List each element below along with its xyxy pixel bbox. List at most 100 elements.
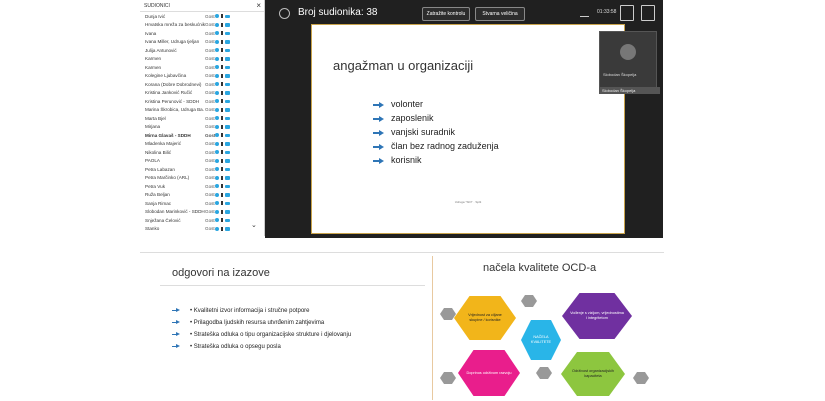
chat-icon[interactable] bbox=[215, 65, 219, 70]
mic-icon[interactable] bbox=[221, 14, 223, 19]
mic-icon[interactable] bbox=[221, 133, 223, 138]
camera-icon[interactable] bbox=[225, 74, 230, 78]
home-icon[interactable] bbox=[279, 8, 290, 19]
mic-icon[interactable] bbox=[221, 48, 223, 53]
camera-icon[interactable] bbox=[225, 48, 230, 52]
mic-icon[interactable] bbox=[221, 22, 223, 27]
mic-icon[interactable] bbox=[221, 65, 223, 70]
actual-size-button[interactable]: Stvarna veličina bbox=[475, 7, 525, 21]
participant-row[interactable]: Petra Marčinko (ARL)Gost bbox=[140, 174, 264, 183]
window-icon[interactable] bbox=[620, 5, 634, 21]
mic-icon[interactable] bbox=[221, 141, 223, 146]
camera-icon[interactable] bbox=[225, 91, 230, 95]
chat-icon[interactable] bbox=[215, 73, 219, 78]
camera-icon[interactable] bbox=[225, 57, 230, 61]
camera-icon[interactable] bbox=[225, 82, 230, 86]
camera-icon[interactable] bbox=[225, 159, 230, 163]
camera-icon[interactable] bbox=[225, 125, 230, 129]
fullscreen-icon[interactable] bbox=[641, 5, 655, 21]
camera-icon[interactable] bbox=[225, 40, 230, 44]
mic-icon[interactable] bbox=[221, 218, 223, 223]
mic-icon[interactable] bbox=[221, 167, 223, 172]
close-icon[interactable]: × bbox=[256, 0, 261, 10]
camera-icon[interactable] bbox=[225, 201, 230, 205]
chat-icon[interactable] bbox=[215, 218, 219, 223]
mic-icon[interactable] bbox=[221, 175, 223, 180]
camera-icon[interactable] bbox=[225, 133, 230, 137]
chat-icon[interactable] bbox=[215, 56, 219, 61]
camera-icon[interactable] bbox=[225, 150, 230, 154]
mic-icon[interactable] bbox=[221, 31, 223, 36]
chat-icon[interactable] bbox=[215, 31, 219, 36]
mic-icon[interactable] bbox=[221, 56, 223, 61]
camera-icon[interactable] bbox=[225, 227, 230, 231]
chat-icon[interactable] bbox=[215, 124, 219, 129]
chat-icon[interactable] bbox=[215, 133, 219, 138]
mic-icon[interactable] bbox=[221, 226, 223, 231]
camera-icon[interactable] bbox=[225, 108, 230, 112]
mic-icon[interactable] bbox=[221, 90, 223, 95]
chat-icon[interactable] bbox=[215, 209, 219, 214]
chat-icon[interactable] bbox=[215, 158, 219, 163]
mic-icon[interactable] bbox=[221, 124, 223, 129]
chat-icon[interactable] bbox=[215, 39, 219, 44]
camera-icon[interactable] bbox=[225, 14, 230, 18]
mic-icon[interactable] bbox=[221, 209, 223, 214]
chat-icon[interactable] bbox=[215, 48, 219, 53]
video-tile[interactable]: Slobodan Škopelja bbox=[599, 31, 657, 88]
camera-icon[interactable] bbox=[225, 31, 230, 35]
camera-icon[interactable] bbox=[225, 218, 230, 222]
mic-icon[interactable] bbox=[221, 192, 223, 197]
chat-icon[interactable] bbox=[215, 175, 219, 180]
camera-icon[interactable] bbox=[225, 99, 230, 103]
chat-icon[interactable] bbox=[215, 150, 219, 155]
camera-icon[interactable] bbox=[225, 176, 230, 180]
camera-icon[interactable] bbox=[225, 23, 230, 27]
camera-icon[interactable] bbox=[225, 193, 230, 197]
scroll-down-icon[interactable]: ⌄ bbox=[251, 222, 257, 229]
chat-icon[interactable] bbox=[215, 167, 219, 172]
mic-icon[interactable] bbox=[221, 158, 223, 163]
chat-icon[interactable] bbox=[215, 184, 219, 189]
camera-icon[interactable] bbox=[225, 167, 230, 171]
chat-icon[interactable] bbox=[215, 226, 219, 231]
chat-icon[interactable] bbox=[215, 141, 219, 146]
chat-icon[interactable] bbox=[215, 90, 219, 95]
mic-icon[interactable] bbox=[221, 184, 223, 189]
mic-icon[interactable] bbox=[221, 99, 223, 104]
chat-icon[interactable] bbox=[215, 14, 219, 19]
chat-icon[interactable] bbox=[215, 107, 219, 112]
mic-icon[interactable] bbox=[221, 107, 223, 112]
chat-icon[interactable] bbox=[215, 82, 219, 87]
camera-icon[interactable] bbox=[225, 184, 230, 188]
chat-icon[interactable] bbox=[215, 192, 219, 197]
mic-icon[interactable] bbox=[221, 201, 223, 206]
camera-icon[interactable] bbox=[225, 142, 230, 146]
mic-icon[interactable] bbox=[221, 116, 223, 121]
participant-row[interactable]: Korana (Dobre Dobrodnevi)Gost bbox=[140, 80, 264, 89]
chat-icon[interactable] bbox=[215, 116, 219, 121]
mic-icon[interactable] bbox=[221, 82, 223, 87]
chat-icon[interactable] bbox=[215, 22, 219, 27]
chat-icon[interactable] bbox=[215, 201, 219, 206]
